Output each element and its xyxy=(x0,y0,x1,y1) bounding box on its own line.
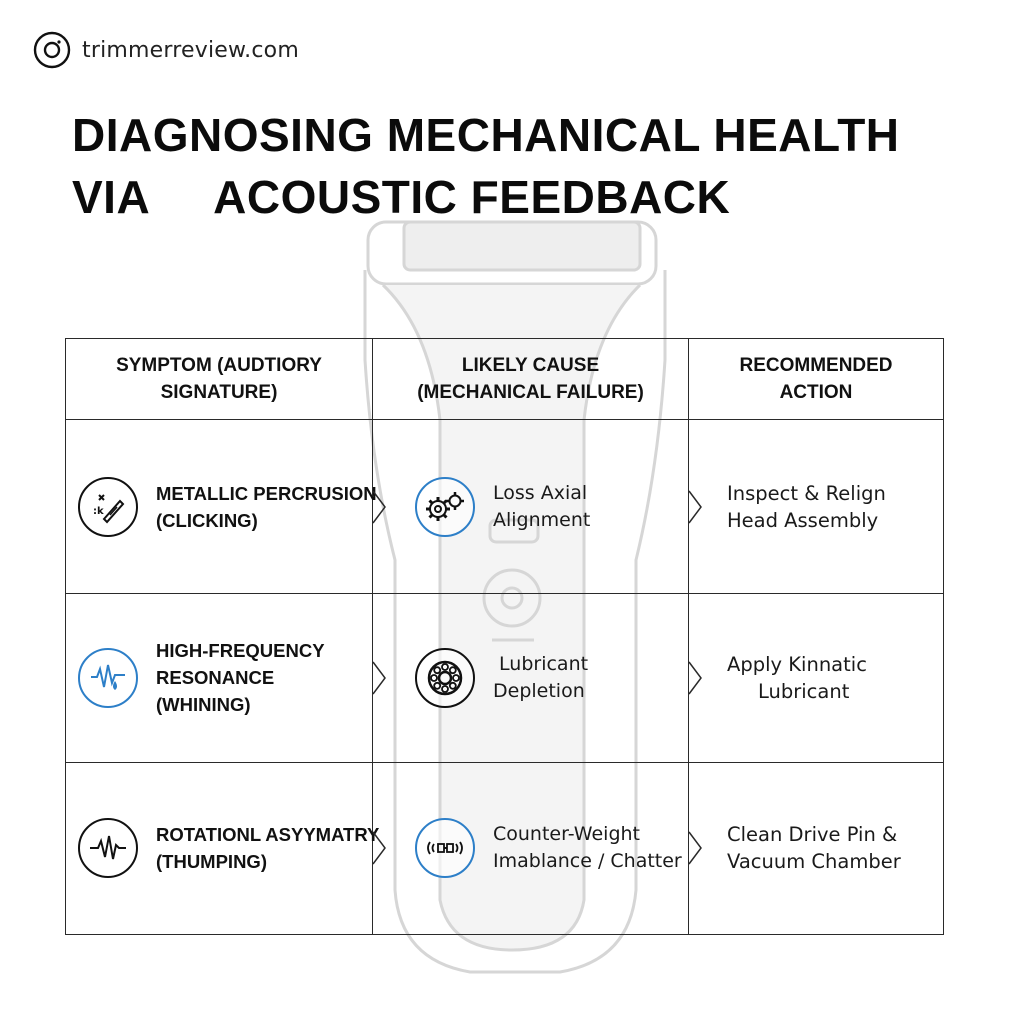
symptom-text: HIGH-FREQUENCY RESONANCE (WHINING) xyxy=(156,640,325,716)
symptom-cell: :k METALLIC PERCRUSION (CLICKING) xyxy=(65,418,377,595)
gears-icon xyxy=(415,476,475,537)
cause-cell: Loss Axial Alignment xyxy=(372,418,689,595)
symptom-cell: ROTATIONL ASYYMATRY (THUMPING) xyxy=(65,761,379,936)
site-header: trimmerreview.com xyxy=(32,30,299,70)
clicking-sound-icon: :k xyxy=(78,476,138,537)
table-row: ROTATIONL ASYYMATRY (THUMPING) xyxy=(65,761,944,936)
vibration-icon xyxy=(415,818,475,879)
action-cell: Inspect & Relign Head Assembly xyxy=(688,418,944,595)
page-title: DIAGNOSING MECHANICAL HEALTH VIA ACOUSTI… xyxy=(72,109,900,223)
cause-text: Counter-Weight Imablance / Chatter xyxy=(493,823,682,873)
action-text: Clean Drive Pin & Vacuum Chamber xyxy=(727,823,901,874)
symptom-text: METALLIC PERCRUSION (CLICKING) xyxy=(156,482,377,531)
action-text: Inspect & Relign Head Assembly xyxy=(727,481,886,532)
header-symptom: SYMPTOM (AUDTIORY SIGNATURE) xyxy=(65,338,373,420)
table-header-row: SYMPTOM (AUDTIORY SIGNATURE) LIKELY CAUS… xyxy=(65,338,944,420)
action-cell: Clean Drive Pin & Vacuum Chamber xyxy=(688,761,944,936)
table-row: HIGH-FREQUENCY RESONANCE (WHINING) xyxy=(65,593,944,763)
cause-text: Lubricant Depletion xyxy=(493,652,589,702)
header-action: RECOMMENDED ACTION xyxy=(688,338,944,420)
site-domain[interactable]: trimmerreview.com xyxy=(82,37,299,63)
cause-cell: Counter-Weight Imablance / Chatter xyxy=(372,761,689,936)
action-text: Apply Kinnatic Lubricant xyxy=(727,652,867,703)
waveform-drop-icon xyxy=(78,647,138,708)
diagnosis-table: SYMPTOM (AUDTIORY SIGNATURE) LIKELY CAUS… xyxy=(65,338,944,936)
table-row: :k METALLIC PERCRUSION (CLICKING) xyxy=(65,418,944,595)
header-cause: LIKELY CAUSE (MECHANICAL FAILURE) xyxy=(372,338,689,420)
cause-text: Loss Axial Alignment xyxy=(493,481,591,531)
pulse-icon xyxy=(78,818,138,879)
symptom-cell: HIGH-FREQUENCY RESONANCE (WHINING) xyxy=(65,593,373,763)
symptom-text: ROTATIONL ASYYMATRY (THUMPING) xyxy=(156,824,380,873)
bearing-icon xyxy=(415,647,475,708)
action-cell: Apply Kinnatic Lubricant xyxy=(688,593,944,763)
camera-icon xyxy=(33,31,71,69)
cause-cell: Lubricant Depletion xyxy=(372,593,689,763)
svg-text::k: :k xyxy=(93,506,104,517)
